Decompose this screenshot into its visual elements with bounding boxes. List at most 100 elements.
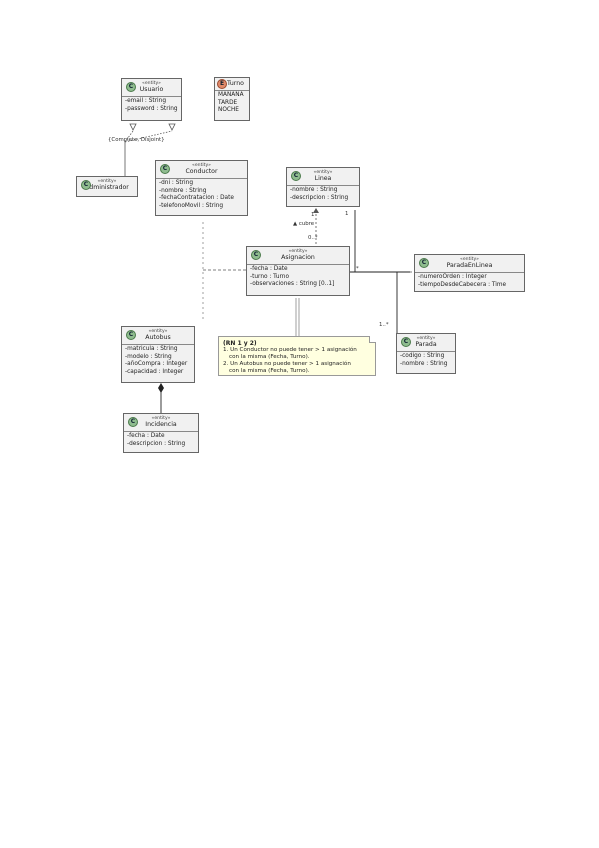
class-name: Autobus: [145, 334, 171, 341]
class-conductor: C «entity» Conductor -dni : String -nomb…: [155, 160, 248, 216]
association-label-cubre: ▲ cubre: [293, 221, 315, 227]
stereotype-label: «entity»: [288, 249, 308, 254]
class-autobus: C «entity» Autobus -matricula : String -…: [121, 326, 195, 383]
entity-icon: C: [419, 258, 429, 268]
class-incidencia: C «entity» Incidencia -fecha : Date -des…: [123, 413, 199, 453]
note-line: 1. Un Conductor no puede tener > 1 asign…: [223, 347, 357, 353]
entity-icon: C: [160, 164, 170, 174]
attributes-compartment: -email : String -password : String: [122, 97, 181, 113]
attribute: -descripcion : String: [127, 440, 186, 447]
note-line: con la misma (Fecha, Turno).: [229, 368, 310, 374]
class-name: Asignacion: [281, 254, 315, 261]
class-header: C «entity» Conductor: [156, 161, 247, 179]
class-name: Parada: [415, 341, 437, 348]
attribute: -fecha : Date: [127, 433, 165, 439]
attributes-compartment: -fecha : Date -descripcion : String: [124, 432, 198, 448]
multiplicity-label: 1: [311, 212, 315, 218]
note-line: con la misma (Fecha, Turno).: [229, 354, 310, 360]
stereotype-label: «entity»: [416, 336, 436, 341]
attribute: -capacidad : Integer: [125, 368, 184, 375]
attributes-compartment: -numeroOrden : Integer -tiempoDesdeCabec…: [415, 273, 524, 289]
class-header: C «entity» ParadaEnLinea: [415, 255, 524, 273]
class-header: C «entity» Administrador: [77, 177, 137, 194]
generalization-constraint-label: {Complete, Disjoint}: [108, 137, 165, 143]
multiplicity-label: 1: [345, 211, 349, 217]
class-name: Administrador: [85, 184, 129, 191]
attribute: -fechaContratacion : Date: [159, 195, 234, 202]
class-name: Usuario: [139, 86, 164, 93]
multiplicity-label: *: [356, 266, 359, 272]
class-administrador: C «entity» Administrador: [76, 176, 138, 197]
attributes-compartment: -codigo : String -nombre : String: [397, 352, 455, 368]
attributes-compartment: -fecha : Date -turno : Turno -observacio…: [247, 265, 349, 289]
attribute: -codigo : String: [400, 353, 445, 359]
class-paradaenlinea: C «entity» ParadaEnLinea -numeroOrden : …: [414, 254, 525, 292]
attribute: -añoCompra : Integer: [125, 361, 188, 368]
composition-diamond: [158, 383, 164, 393]
attribute: -matricula : String: [125, 346, 178, 352]
entity-icon: C: [81, 180, 91, 190]
class-header: C «entity» Linea: [287, 168, 359, 186]
stereotype-label: «entity»: [313, 170, 333, 175]
class-asignacion: C «entity» Asignacion -fecha : Date -tur…: [246, 246, 350, 296]
entity-icon: C: [126, 330, 136, 340]
attribute: -fecha : Date: [250, 266, 288, 272]
attribute: -observaciones : String [0..1]: [250, 281, 335, 288]
entity-icon: C: [401, 337, 411, 347]
generalization-arrowhead-right: [168, 123, 176, 131]
attribute: -nombre : String: [400, 360, 448, 367]
attribute: -telefonoMovil : String: [159, 202, 224, 209]
class-name: Incidencia: [145, 421, 177, 428]
note-line: 2. Un Autobus no puede tener > 1 asignac…: [223, 361, 351, 367]
class-name: Turno: [227, 80, 244, 87]
attribute: -modelo : String: [125, 353, 172, 360]
multiplicity-label: 1..*: [379, 322, 389, 328]
stereotype-label: «entity»: [148, 329, 168, 334]
stereotype-label: «entity»: [97, 179, 117, 184]
class-header: C «entity» Asignacion: [247, 247, 349, 265]
attributes-compartment: -dni : String -nombre : String -fechaCon…: [156, 179, 247, 210]
class-header: C «entity» Incidencia: [124, 414, 198, 432]
enum-value: MAÑANA: [218, 92, 244, 98]
class-parada: C «entity» Parada -codigo : String -nomb…: [396, 333, 456, 374]
generalization-arrowhead-left: [129, 123, 137, 131]
class-name: Linea: [314, 175, 332, 182]
enum-icon: E: [217, 79, 227, 89]
linea-asignacion-arrow: [313, 208, 319, 213]
stereotype-label: «entity»: [142, 81, 161, 86]
attribute: -email : String: [125, 98, 167, 104]
multiplicity-label: 0..*: [308, 235, 318, 241]
class-linea: C «entity» Linea -nombre : String -descr…: [286, 167, 360, 207]
attribute: -nombre : String: [290, 187, 338, 193]
class-name: ParadaEnLinea: [446, 262, 493, 269]
class-name: Conductor: [185, 168, 218, 175]
attribute: -dni : String: [159, 180, 193, 186]
entity-icon: C: [126, 82, 136, 92]
attributes-compartment: -matricula : String -modelo : String -añ…: [122, 345, 194, 376]
enum-values-compartment: MAÑANA TARDE NOCHE: [215, 91, 249, 115]
note-title: (RN 1 y 2): [223, 340, 257, 347]
entity-icon: C: [251, 250, 261, 260]
enum-turno: E Turno MAÑANA TARDE NOCHE: [214, 77, 250, 121]
generalization-left-branch: [124, 130, 134, 143]
generalization-right-branch: [124, 130, 173, 143]
attribute: -turno : Turno: [250, 273, 290, 280]
stereotype-label: «entity»: [460, 257, 479, 262]
class-header: E Turno: [215, 78, 249, 91]
class-header: C «entity» Parada: [397, 334, 455, 352]
class-header: C «entity» Usuario: [122, 79, 181, 97]
entity-icon: C: [291, 171, 301, 181]
class-header: C «entity» Autobus: [122, 327, 194, 345]
note-fold-corner: [369, 336, 376, 343]
attribute: -nombre : String: [159, 187, 207, 194]
stereotype-label: «entity»: [151, 416, 171, 421]
class-usuario: C «entity» Usuario -email : String -pass…: [121, 78, 182, 121]
attribute: -numeroOrden : Integer: [418, 274, 487, 280]
enum-value: TARDE: [218, 99, 238, 106]
entity-icon: C: [128, 417, 138, 427]
business-rules-note: (RN 1 y 2) 1. Un Conductor no puede tene…: [218, 336, 376, 376]
enum-value: NOCHE: [218, 107, 239, 114]
stereotype-label: «entity»: [192, 163, 211, 168]
